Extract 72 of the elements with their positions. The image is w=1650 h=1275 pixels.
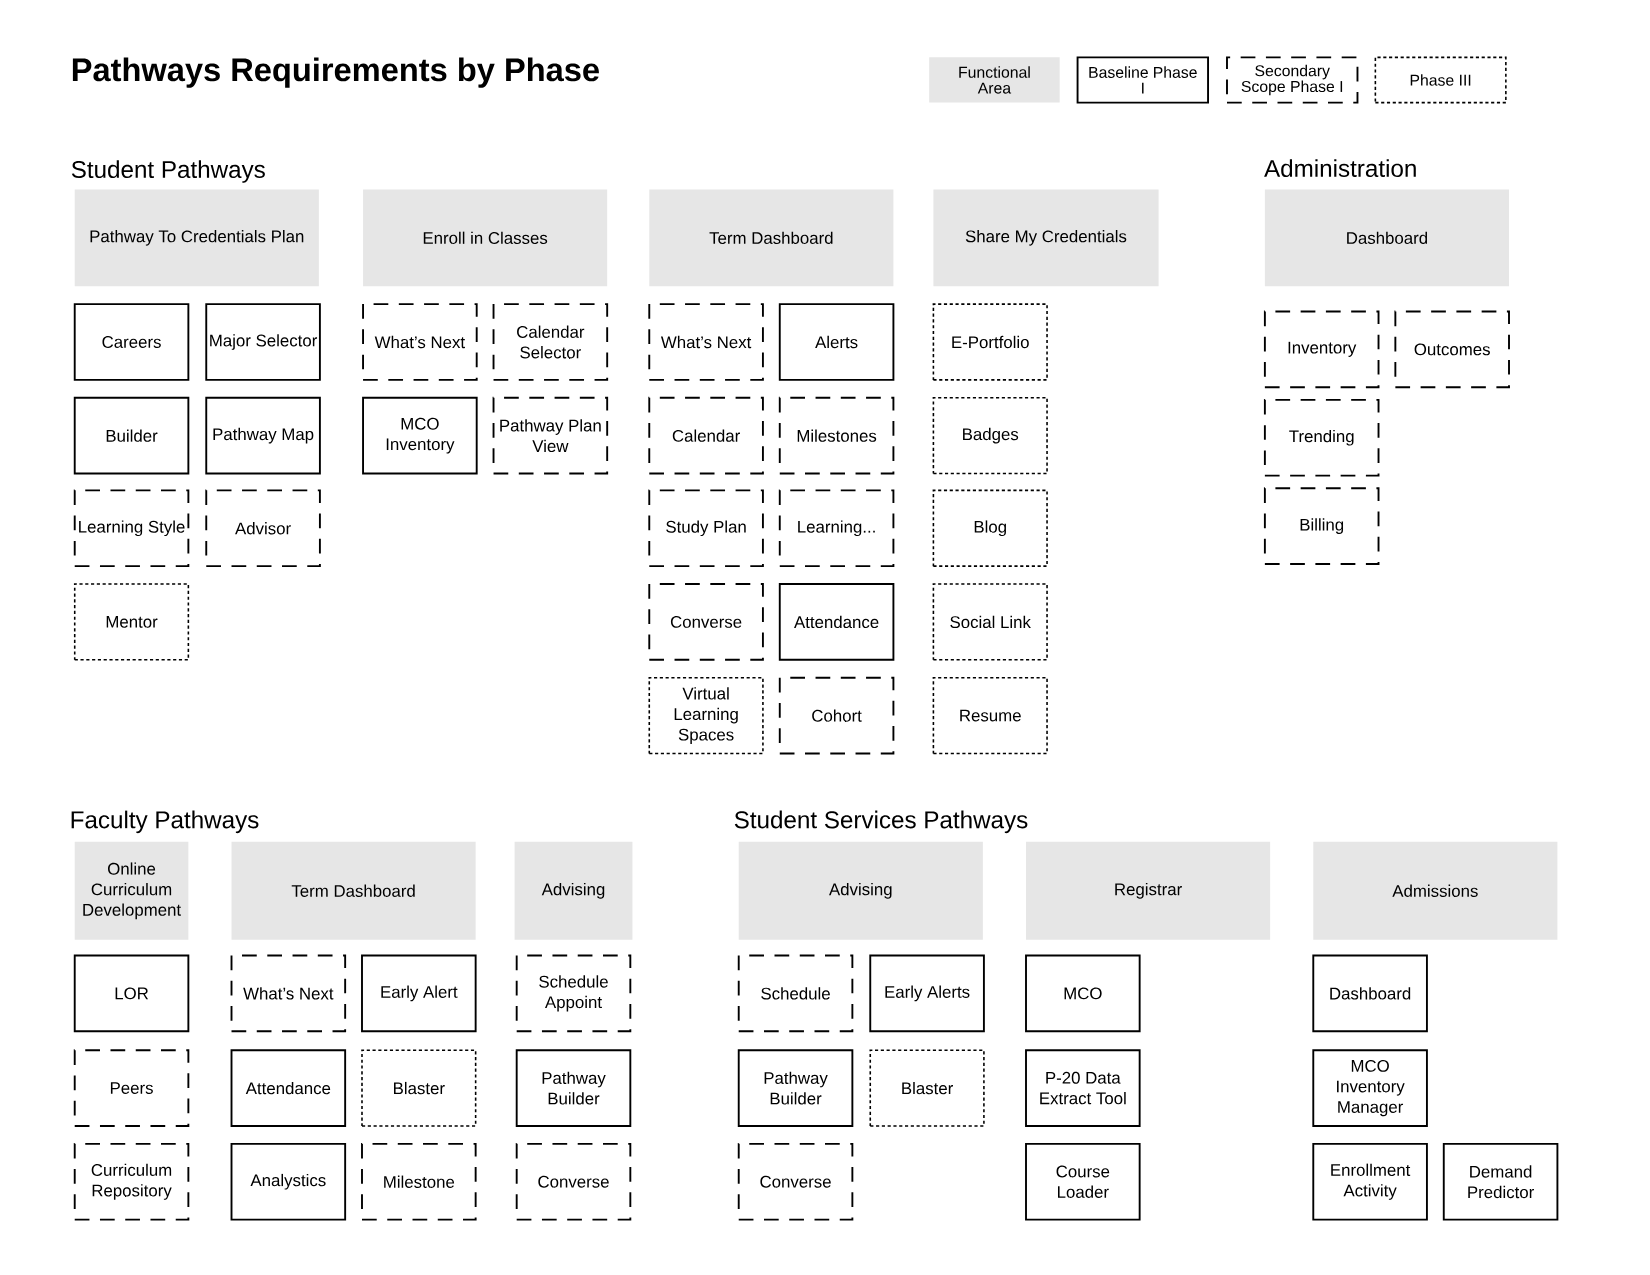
requirement-box: Trending xyxy=(1263,398,1380,477)
requirement-box: Learning... xyxy=(778,489,895,567)
legend-item: Baseline Phase I xyxy=(1076,56,1209,104)
functional-area-box: Enroll in Classes xyxy=(363,189,608,287)
requirement-box: Pathway Builder xyxy=(737,1049,854,1127)
section-heading: Student Services Pathways xyxy=(734,810,1028,833)
section-heading: Faculty Pathways xyxy=(71,810,259,833)
requirement-box: Curriculum Repository xyxy=(73,1142,190,1221)
requirement-box: Schedule xyxy=(737,954,854,1032)
requirement-box: Badges xyxy=(932,396,1048,475)
requirement-box: MCO xyxy=(1025,954,1141,1032)
functional-area-box: Dashboard xyxy=(1264,189,1509,287)
requirement-box: Blog xyxy=(932,489,1048,567)
functional-area-box: Admissions xyxy=(1313,841,1558,940)
requirement-box: Builder xyxy=(73,396,190,475)
functional-area-box: Term Dashboard xyxy=(231,841,476,940)
requirement-box: What’s Next xyxy=(230,954,347,1032)
requirement-box: Early Alert xyxy=(361,954,477,1032)
requirement-box: Pathway Builder xyxy=(515,1049,632,1127)
requirement-box: Advisor xyxy=(205,489,321,567)
requirement-box: Careers xyxy=(73,303,190,381)
requirement-box: Converse xyxy=(648,582,764,661)
legend-item: Functional Area xyxy=(929,57,1060,103)
requirement-box: Study Plan xyxy=(648,489,764,567)
legend-item: Phase III xyxy=(1374,56,1507,104)
functional-area-box: Pathway To Credentials Plan xyxy=(74,189,319,287)
functional-area-box: Advising xyxy=(514,841,633,940)
requirement-box: Cohort xyxy=(778,676,895,755)
requirement-box: Social Link xyxy=(932,583,1048,661)
requirement-box: Alerts xyxy=(778,303,895,381)
functional-area-box: Share My Credentials xyxy=(933,189,1159,287)
requirement-box: Calendar Selector xyxy=(492,303,609,381)
requirement-box: Calendar xyxy=(648,396,764,475)
requirement-box: Converse xyxy=(737,1142,854,1221)
functional-area-box: Online Curriculum Development xyxy=(74,841,189,940)
requirement-box: Milestone xyxy=(361,1142,477,1221)
requirement-box: Pathway Plan View xyxy=(492,396,609,475)
requirement-box: What’s Next xyxy=(648,303,764,381)
requirement-box: Major Selector xyxy=(205,303,321,381)
requirement-box: Mentor xyxy=(73,583,190,661)
legend-item: Secondary Scope Phase I xyxy=(1226,56,1359,104)
requirement-box: Resume xyxy=(932,676,1048,755)
requirement-box: Learning Style xyxy=(73,489,190,567)
requirement-box: What’s Next xyxy=(362,303,478,381)
requirement-box: Converse xyxy=(515,1142,632,1221)
requirement-box: Enrollment Activity xyxy=(1312,1142,1428,1221)
requirement-box: Peers xyxy=(73,1049,190,1127)
requirement-box: Course Loader xyxy=(1025,1142,1141,1221)
requirement-box: Milestones xyxy=(778,396,895,475)
requirement-box: Dashboard xyxy=(1312,954,1428,1032)
requirement-box: Pathway Map xyxy=(205,396,321,475)
functional-area-box: Term Dashboard xyxy=(649,189,894,287)
requirement-box: Blaster xyxy=(869,1049,985,1127)
requirement-box: Schedule Appoint xyxy=(515,954,632,1032)
requirement-box: Analystics xyxy=(230,1142,347,1221)
requirement-box: Virtual Learning Spaces xyxy=(648,676,764,755)
requirement-box: MCO Inventory xyxy=(362,396,478,475)
requirement-box: P-20 Data Extract Tool xyxy=(1025,1049,1141,1127)
functional-area-box: Advising xyxy=(738,841,983,940)
requirement-box: Early Alerts xyxy=(869,954,985,1032)
requirement-box: MCO Inventory Manager xyxy=(1312,1049,1428,1127)
requirement-box: E-Portfolio xyxy=(932,303,1048,381)
requirement-box: Billing xyxy=(1263,487,1380,565)
requirement-box: Blaster xyxy=(361,1049,477,1127)
requirement-box: Outcomes xyxy=(1394,310,1510,388)
requirement-box: Attendance xyxy=(230,1049,347,1127)
title: Pathways Requirements by Phase xyxy=(72,57,599,88)
requirement-box: LOR xyxy=(73,954,190,1032)
requirement-box: Attendance xyxy=(778,582,895,661)
requirement-box: Inventory xyxy=(1263,310,1380,388)
requirement-box: Demand Predictor xyxy=(1442,1142,1559,1221)
functional-area-box: Registrar xyxy=(1026,841,1271,940)
